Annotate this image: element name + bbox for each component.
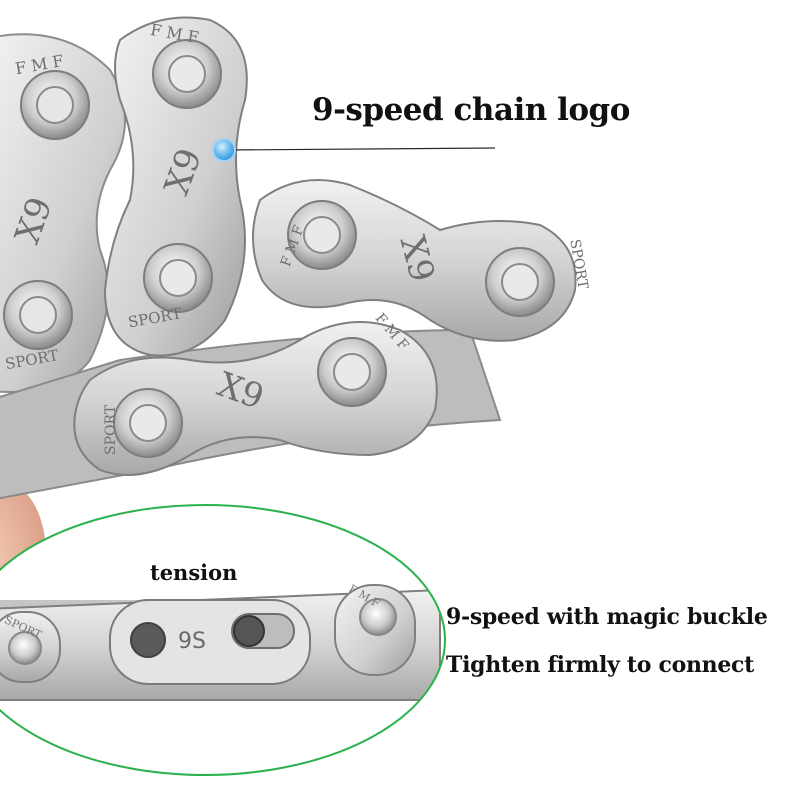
chain-link-upper <box>103 16 248 357</box>
connector-inset: 9S F M F SPORT <box>0 504 446 776</box>
chain-link-left <box>0 33 126 393</box>
callout-leader-line <box>225 147 496 151</box>
callout-title: 9-speed chain logo <box>312 92 630 128</box>
chain-link-right <box>252 179 577 342</box>
marking-9s: 9S <box>178 629 206 654</box>
feature-tighten: Tighten firmly to connect <box>446 652 755 678</box>
feature-magic-buckle: 9-speed with magic buckle <box>446 604 768 630</box>
tension-label: tension <box>150 560 238 585</box>
inset-ring <box>0 504 446 776</box>
marking-sport-lower: SPORT <box>103 404 119 455</box>
chain-link-lower <box>73 321 438 476</box>
callout-dot <box>212 138 236 162</box>
